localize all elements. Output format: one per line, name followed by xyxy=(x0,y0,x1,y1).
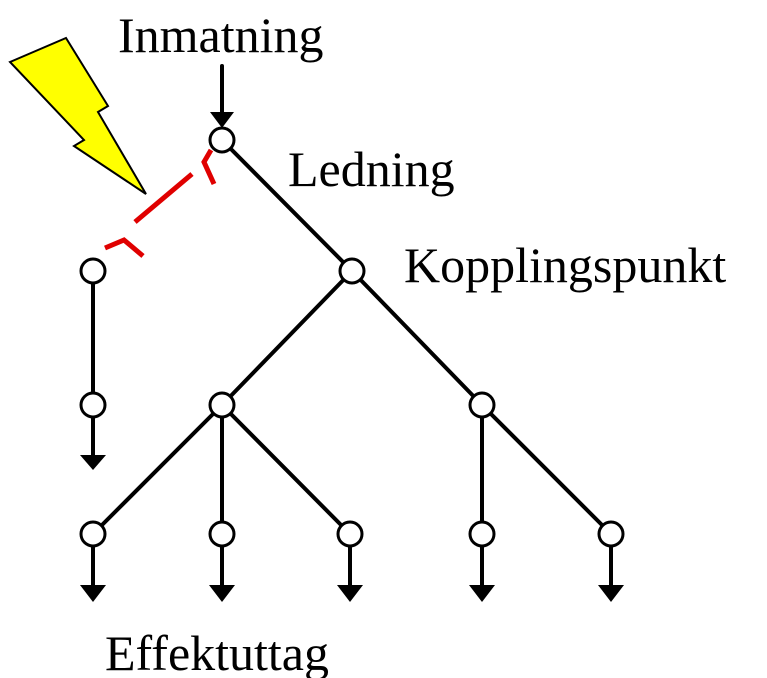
node-load-5 xyxy=(597,520,625,548)
load-arrows xyxy=(80,403,624,602)
arrow-down-icon xyxy=(209,585,235,602)
line-label: Ledning xyxy=(288,141,455,197)
node-hub-right xyxy=(468,391,496,419)
nodes xyxy=(79,126,625,548)
junction-label: Kopplingspunkt xyxy=(404,237,726,293)
wire-root-to-junction xyxy=(220,138,354,273)
wire-right-hub-to-load-5 xyxy=(480,403,613,536)
node-junction xyxy=(338,257,366,285)
wires xyxy=(91,138,613,536)
node-load-0 xyxy=(79,391,107,419)
wire-junction-to-left-hub xyxy=(220,269,354,407)
node-load-3 xyxy=(336,520,364,548)
node-branch-left xyxy=(79,257,107,285)
feed-label: Inmatning xyxy=(118,7,324,63)
arrow-down-icon xyxy=(469,585,495,602)
wire-junction-to-right-hub xyxy=(350,269,484,407)
node-load-4 xyxy=(468,520,496,548)
node-feed xyxy=(208,126,236,154)
arrow-down-icon xyxy=(80,455,106,470)
faulted-line xyxy=(91,138,224,273)
fault-segment xyxy=(133,172,194,224)
lightning-bolt-icon xyxy=(8,36,147,195)
node-load-1 xyxy=(79,520,107,548)
feed-arrow xyxy=(210,64,234,128)
fault-mark-lower xyxy=(104,237,145,258)
node-hub-left xyxy=(208,391,236,419)
arrow-down-icon xyxy=(598,585,624,602)
arrow-down-icon xyxy=(80,585,106,602)
arrow-down-icon xyxy=(337,585,363,602)
fault-mark-upper xyxy=(201,148,217,186)
arrow-down-icon xyxy=(210,112,234,128)
wire-left-hub-to-load-3 xyxy=(220,403,352,536)
loads-label: Effektuttag xyxy=(105,625,329,678)
node-load-2 xyxy=(208,520,236,548)
wire-left-hub-to-load-1 xyxy=(91,403,224,536)
